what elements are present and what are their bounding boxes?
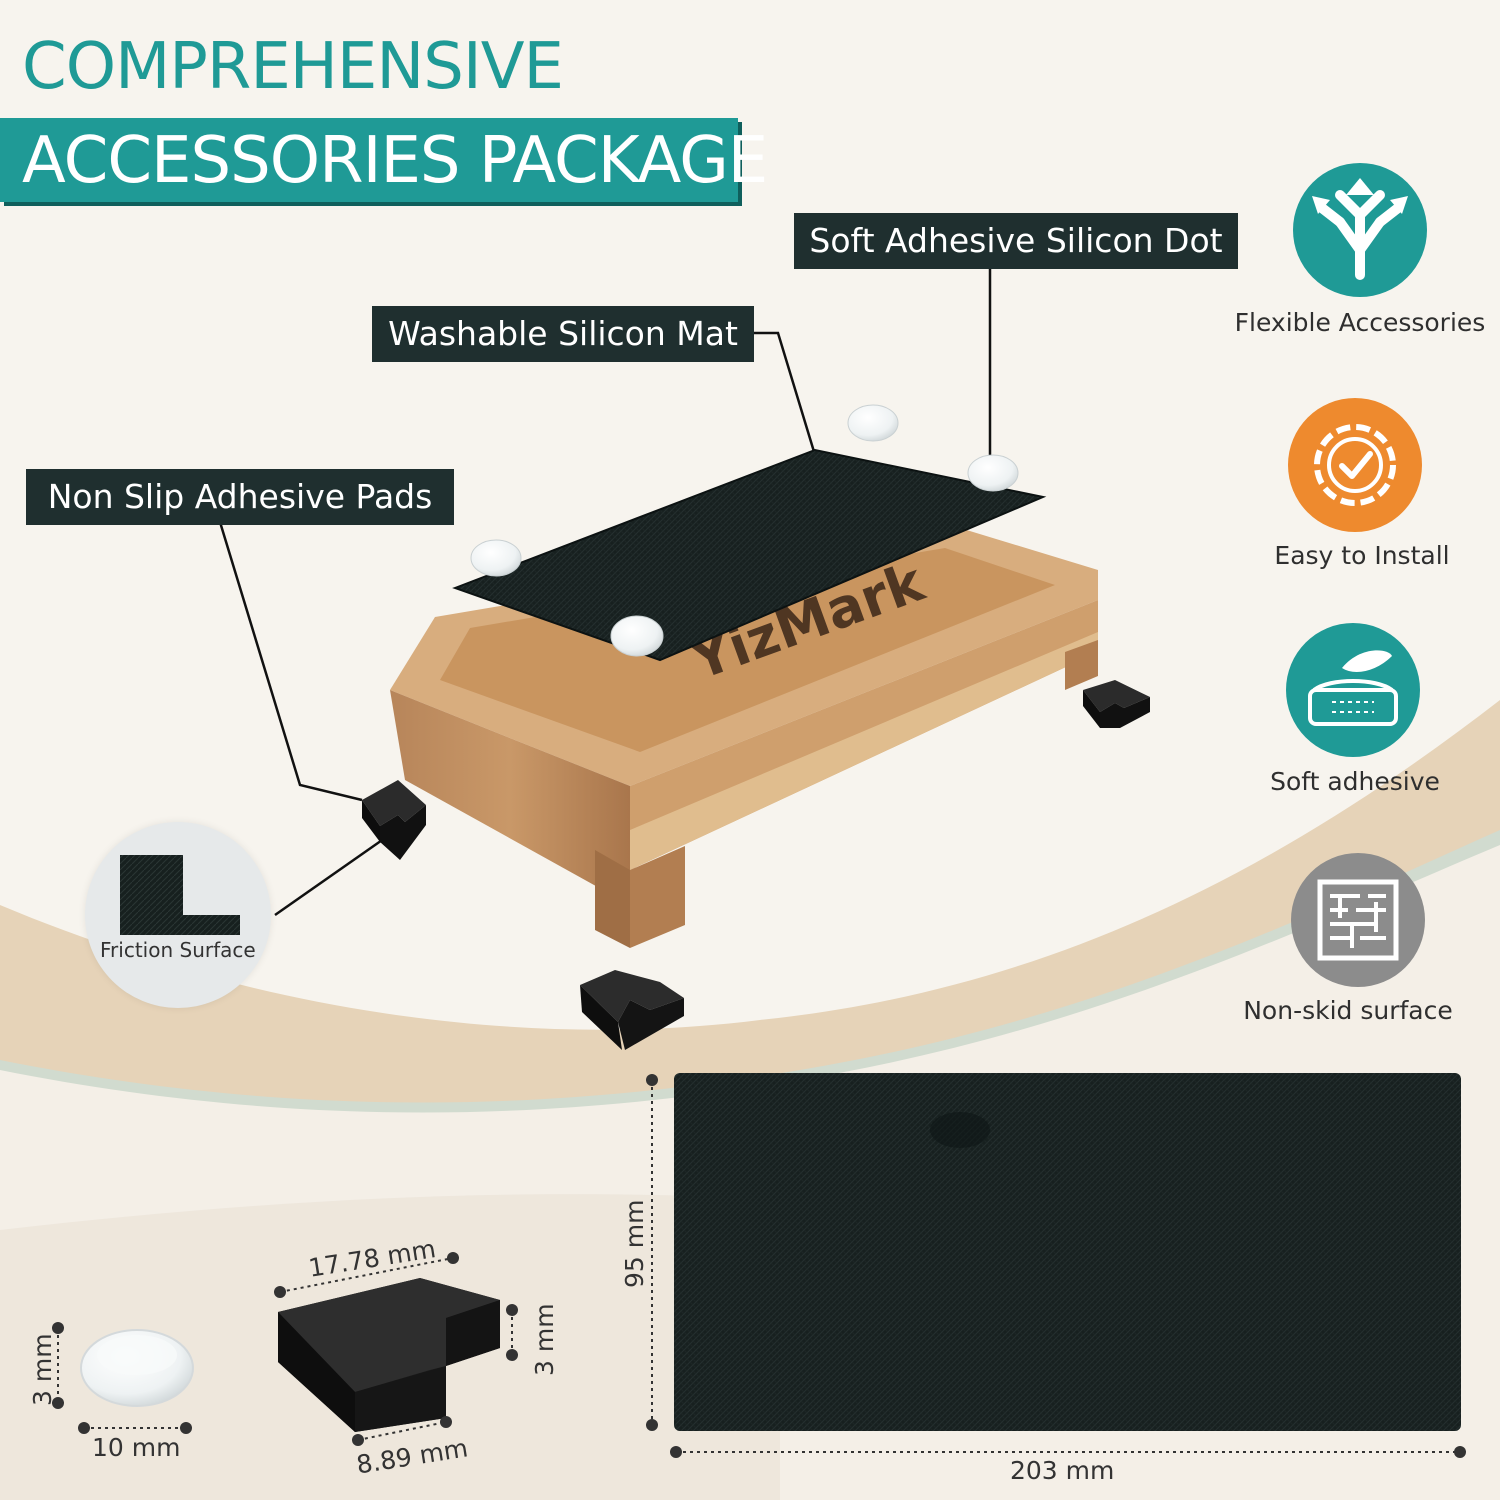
silicon-mat-swatch — [674, 1073, 1461, 1431]
friction-l-swatch — [120, 855, 240, 935]
stand-leg-left-side — [595, 850, 630, 948]
feature-label-install: Easy to Install — [1274, 541, 1450, 570]
feature-label-non-skid: Non-skid surface — [1243, 996, 1453, 1025]
adhesive-pad-right — [1083, 680, 1150, 728]
dim-dot-height: 3 mm — [28, 1333, 57, 1406]
stand-front-rail — [630, 632, 1098, 870]
silicon-mat-floating — [452, 448, 1047, 662]
title-line-2: ACCESSORIES PACKAGE — [22, 124, 768, 198]
leader-lines — [218, 268, 992, 917]
silicon-dot — [967, 454, 1019, 492]
dim-pad-height: 3 mm — [530, 1303, 559, 1376]
dim-mat-width: 203 mm — [1010, 1456, 1115, 1485]
stand-leg-left — [630, 846, 685, 948]
leader-line-mat — [752, 331, 817, 456]
gear-check-icon — [1288, 398, 1422, 532]
friction-surface-label: Friction Surface — [100, 938, 256, 962]
callout-silicon-mat: Washable Silicon Mat — [372, 306, 754, 362]
stand-inner-tray — [440, 548, 1055, 752]
title-band — [0, 118, 738, 202]
silicon-dots — [470, 404, 1019, 657]
feature-label-flexible: Flexible Accessories — [1234, 308, 1486, 337]
silicon-dot — [847, 404, 899, 442]
adhesive-pads — [362, 680, 1150, 1050]
title-line-1: COMPREHENSIVE — [22, 30, 564, 104]
silicon-dot — [610, 615, 664, 657]
dim-dot-diameter: 10 mm — [92, 1433, 181, 1462]
maze-grid-icon — [1291, 853, 1425, 987]
split-arrows-icon — [1293, 163, 1427, 297]
callout-adhesive-pads: Non Slip Adhesive Pads — [26, 469, 454, 525]
adhesive-pad-bottom — [580, 970, 684, 1050]
callout-silicon-dot: Soft Adhesive Silicon Dot — [794, 213, 1238, 269]
leader-line-pads — [218, 521, 363, 802]
feature-icons — [1286, 163, 1427, 987]
stand-front-left — [390, 690, 630, 905]
silicon-dot — [470, 539, 522, 577]
dim-mat-height: 95 mm — [620, 1199, 649, 1288]
adhesive-pad-left — [362, 780, 426, 860]
stand-leg-right — [1065, 640, 1098, 690]
mat-dimension-drawing — [646, 1073, 1466, 1458]
mattress-feather-icon — [1286, 623, 1420, 757]
wooden-monitor-stand: YizMark — [390, 528, 1098, 948]
dot-dimension-drawing — [52, 1322, 194, 1434]
leader-line-friction — [274, 836, 386, 917]
pad-dimension-drawing — [274, 1252, 518, 1446]
feature-label-soft-adhesive: Soft adhesive — [1270, 767, 1440, 796]
